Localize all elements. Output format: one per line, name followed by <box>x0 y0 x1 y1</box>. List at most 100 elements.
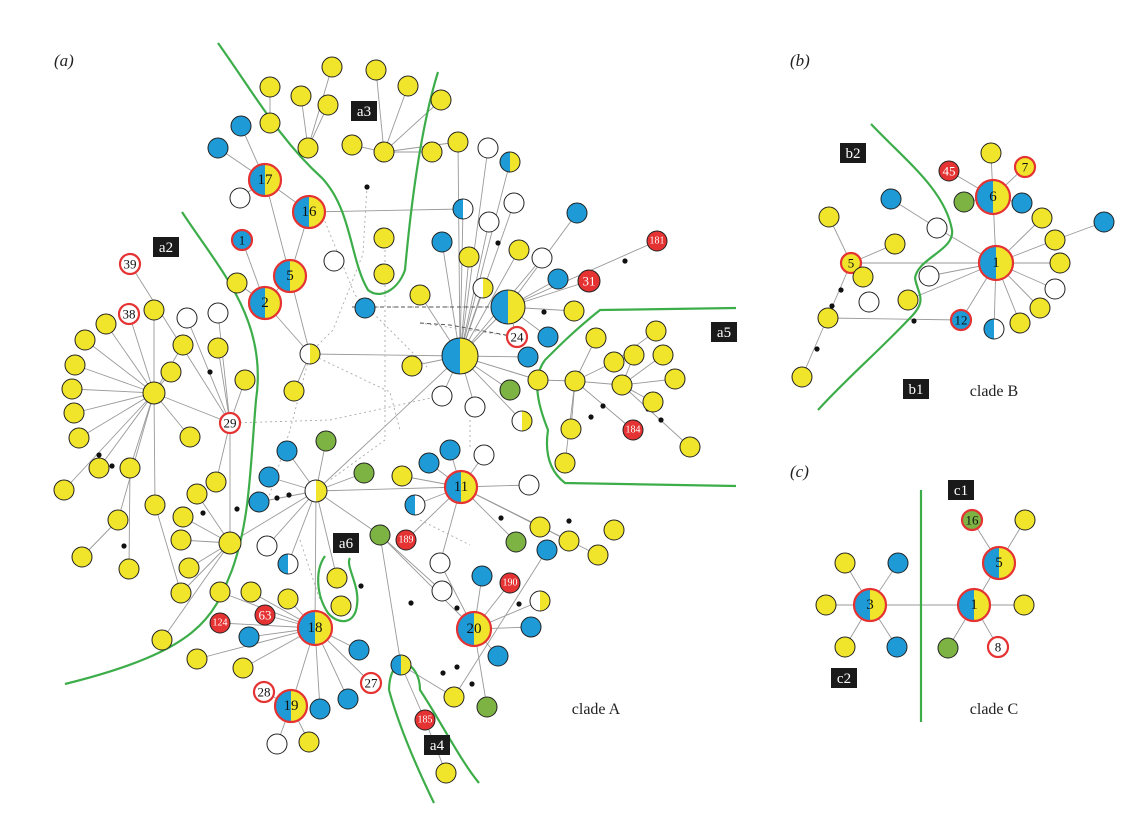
haplotype-node <box>518 474 540 496</box>
haplotype-node: 5 <box>981 545 1017 581</box>
network-edge <box>154 504 182 594</box>
haplotype-node <box>178 557 200 579</box>
network-edge <box>315 490 381 536</box>
haplotype-node: 18 <box>296 609 334 647</box>
haplotype-node <box>430 89 452 111</box>
svg-text:a5: a5 <box>717 325 731 341</box>
network-edge <box>315 486 462 492</box>
svg-text:b1: b1 <box>909 382 924 398</box>
subclade-tag-a4: a4 <box>424 735 450 755</box>
haplotype-node <box>309 698 331 720</box>
haplotype-node <box>142 381 166 405</box>
node-label: 31 <box>583 274 596 289</box>
haplotype-node <box>421 141 443 163</box>
haplotype-node <box>323 250 345 272</box>
haplotype-node <box>232 657 254 679</box>
haplotype-node <box>508 239 530 261</box>
haplotype-node <box>623 344 645 366</box>
haplotype-node <box>61 378 83 400</box>
svg-text:a3: a3 <box>357 104 371 120</box>
haplotype-node <box>531 247 553 269</box>
median-vector-dot <box>408 600 414 606</box>
haplotype-node: 24 <box>505 325 529 349</box>
haplotype-node <box>404 494 426 516</box>
node-label: 2 <box>261 295 269 311</box>
haplotype-node <box>435 762 457 784</box>
haplotype-node <box>980 142 1002 164</box>
haplotype-node <box>452 198 474 220</box>
haplotype-node <box>369 524 391 546</box>
haplotype-node <box>490 289 526 325</box>
node-label: 5 <box>848 256 855 271</box>
network-edge <box>441 241 461 357</box>
haplotype-node: 181 <box>646 230 668 252</box>
haplotype-node <box>897 289 919 311</box>
node-label: 16 <box>966 513 980 528</box>
haplotype-node: 27 <box>359 671 383 695</box>
haplotype-node <box>558 530 580 552</box>
haplotype-node <box>277 588 299 610</box>
network-edge <box>63 392 155 491</box>
network-edge <box>379 534 402 666</box>
network-edge <box>153 392 231 424</box>
haplotype-node <box>499 151 521 173</box>
haplotype-node <box>259 76 281 98</box>
network-edge <box>128 467 131 570</box>
haplotype-node: 31 <box>577 269 601 293</box>
haplotype-node <box>563 300 585 322</box>
haplotype-node <box>983 318 1005 340</box>
haplotype-node <box>834 552 856 574</box>
haplotype-node <box>477 137 499 159</box>
node-label: 29 <box>224 416 237 431</box>
median-vector-dot <box>838 287 844 293</box>
network-edge <box>459 161 511 357</box>
haplotype-node <box>118 558 140 580</box>
network-edge <box>459 208 464 357</box>
median-vector-dot <box>588 414 594 420</box>
haplotype-node <box>74 329 96 351</box>
median-vectors <box>96 184 917 687</box>
haplotype-node <box>520 616 542 638</box>
haplotype-node <box>397 75 419 97</box>
haplotype-node <box>564 370 586 392</box>
haplotype-node: 19 <box>273 688 309 724</box>
haplotype-node <box>321 56 343 78</box>
median-vector-dot <box>600 403 606 409</box>
haplotype-node <box>429 552 451 574</box>
haplotype-node <box>365 59 387 81</box>
node-label: 20 <box>467 621 482 637</box>
haplotype-node <box>817 307 839 329</box>
node-label: 5 <box>286 268 294 284</box>
haplotype-node <box>560 418 582 440</box>
haplotype-node <box>547 268 569 290</box>
svg-text:c2: c2 <box>837 671 851 687</box>
haplotype-node <box>818 206 840 228</box>
haplotype-node <box>248 491 270 513</box>
median-vector-dot <box>440 670 446 676</box>
haplotype-node <box>537 326 559 348</box>
haplotype-node: 3 <box>852 587 888 623</box>
haplotype-node <box>179 426 201 448</box>
haplotype-node <box>603 351 625 373</box>
node-label: 124 <box>213 618 228 629</box>
haplotype-node <box>143 299 165 321</box>
node-label: 184 <box>626 425 641 436</box>
haplotype-node <box>679 436 701 458</box>
haplotype-node <box>858 291 880 313</box>
network-edge <box>98 392 155 469</box>
median-vector-dot <box>469 681 475 687</box>
median-vector-dot <box>121 543 127 549</box>
haplotype-node <box>88 457 110 479</box>
haplotype-node <box>473 444 495 466</box>
haplotype-node: 6 <box>974 178 1012 216</box>
node-label: 39 <box>124 257 137 272</box>
haplotype-node <box>63 402 85 424</box>
haplotype-node: 20 <box>455 610 493 648</box>
subclade-tag-b1: b1 <box>903 379 929 399</box>
haplotype-node <box>1013 594 1035 616</box>
haplotype-node <box>585 327 607 349</box>
haplotype-node <box>884 233 906 255</box>
network-edge <box>180 542 231 594</box>
network-edge <box>315 490 338 579</box>
